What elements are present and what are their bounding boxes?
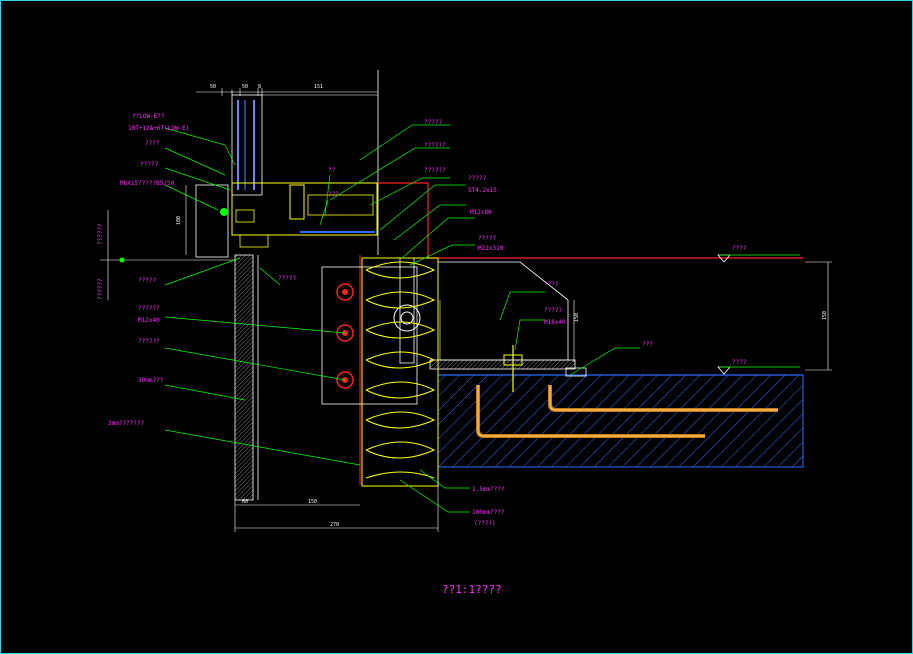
stone-cladding xyxy=(234,254,259,501)
label-left-30mm: 30mm??? xyxy=(138,377,164,384)
dim-left-a: 100 xyxy=(176,216,182,225)
dim-top-b: 50 xyxy=(242,84,248,90)
label-glass-type: ??LOW-E?? xyxy=(132,113,165,120)
label-embed: ??? xyxy=(642,341,653,348)
label-screw: ST4.2x15 xyxy=(468,187,497,194)
label-bottom-2: 100mm???? xyxy=(472,509,505,516)
dim-left-c: ?????? xyxy=(97,278,104,300)
label-left-bolt-spec: M12x40 xyxy=(138,317,160,324)
leader-lines xyxy=(164,124,800,513)
dim-right-vertical: 150 xyxy=(822,311,828,320)
label-right-5: ????? xyxy=(478,235,496,242)
label-left-bolt: ????? xyxy=(138,277,156,284)
embedded-rebar xyxy=(476,385,778,438)
label-plate-sub: ????? xyxy=(544,307,562,314)
flashing-line xyxy=(359,182,803,485)
dim-bottom-a: 60 xyxy=(242,499,248,505)
dim-top-d: 151 xyxy=(314,84,323,90)
annotations: 50 50 8 151 100 ?????? ?????? 60 150 270… xyxy=(97,84,828,596)
dim-bottom-total: 270 xyxy=(330,522,339,528)
label-right-3: ?????? xyxy=(424,167,446,174)
label-left-block: ?????? xyxy=(138,338,160,345)
label-profile-a: ???? xyxy=(145,140,160,147)
label-right-4: ????? xyxy=(468,175,486,182)
anchor-bolts xyxy=(336,283,354,389)
label-bolt-m22: M22x310 xyxy=(478,245,504,252)
dim-top-a: 50 xyxy=(210,84,216,90)
label-hardware-a: ?? xyxy=(328,167,336,174)
label-profile-b: ????? xyxy=(140,161,158,168)
glass-unit xyxy=(231,90,263,196)
dim-left-b: ?????? xyxy=(97,223,104,245)
drawing-title: ??1:1???? xyxy=(442,583,502,596)
label-right-2: ?????? xyxy=(424,142,446,149)
dim-top-c: 8 xyxy=(258,84,261,90)
level-markers xyxy=(717,254,731,375)
transom-profile xyxy=(195,70,379,258)
label-bolt-m12: M12x80 xyxy=(470,209,492,216)
label-bolt-spec: M6X15?????B5/50 xyxy=(120,180,175,187)
dimension-lines xyxy=(100,88,832,532)
label-plate: ???? xyxy=(544,281,559,288)
label-left-bolt-2: ?????? xyxy=(138,305,160,312)
concrete-slab xyxy=(437,374,804,468)
steel-bracket xyxy=(321,257,587,405)
label-level-bottom: ???? xyxy=(732,359,747,366)
label-bolt-m16: M16x40 xyxy=(544,319,566,326)
label-left-3mm: 3mm??????? xyxy=(108,420,145,427)
label-bottom-3: (????) xyxy=(474,520,496,527)
label-bottom-1: 1.5mm???? xyxy=(472,486,505,493)
label-right-1: ????? xyxy=(424,119,442,126)
insulation xyxy=(361,257,439,487)
dim-bottom-b: 150 xyxy=(308,499,317,505)
label-hardware-b: ??? xyxy=(328,191,339,198)
label-glass-spec: 10T+12A+6T(LOW-E) xyxy=(128,125,189,132)
label-level-top: ???? xyxy=(732,245,747,252)
label-bracket: ????? xyxy=(278,275,296,282)
dim-plate-height: 150 xyxy=(574,313,580,322)
reference-marker xyxy=(119,257,125,263)
